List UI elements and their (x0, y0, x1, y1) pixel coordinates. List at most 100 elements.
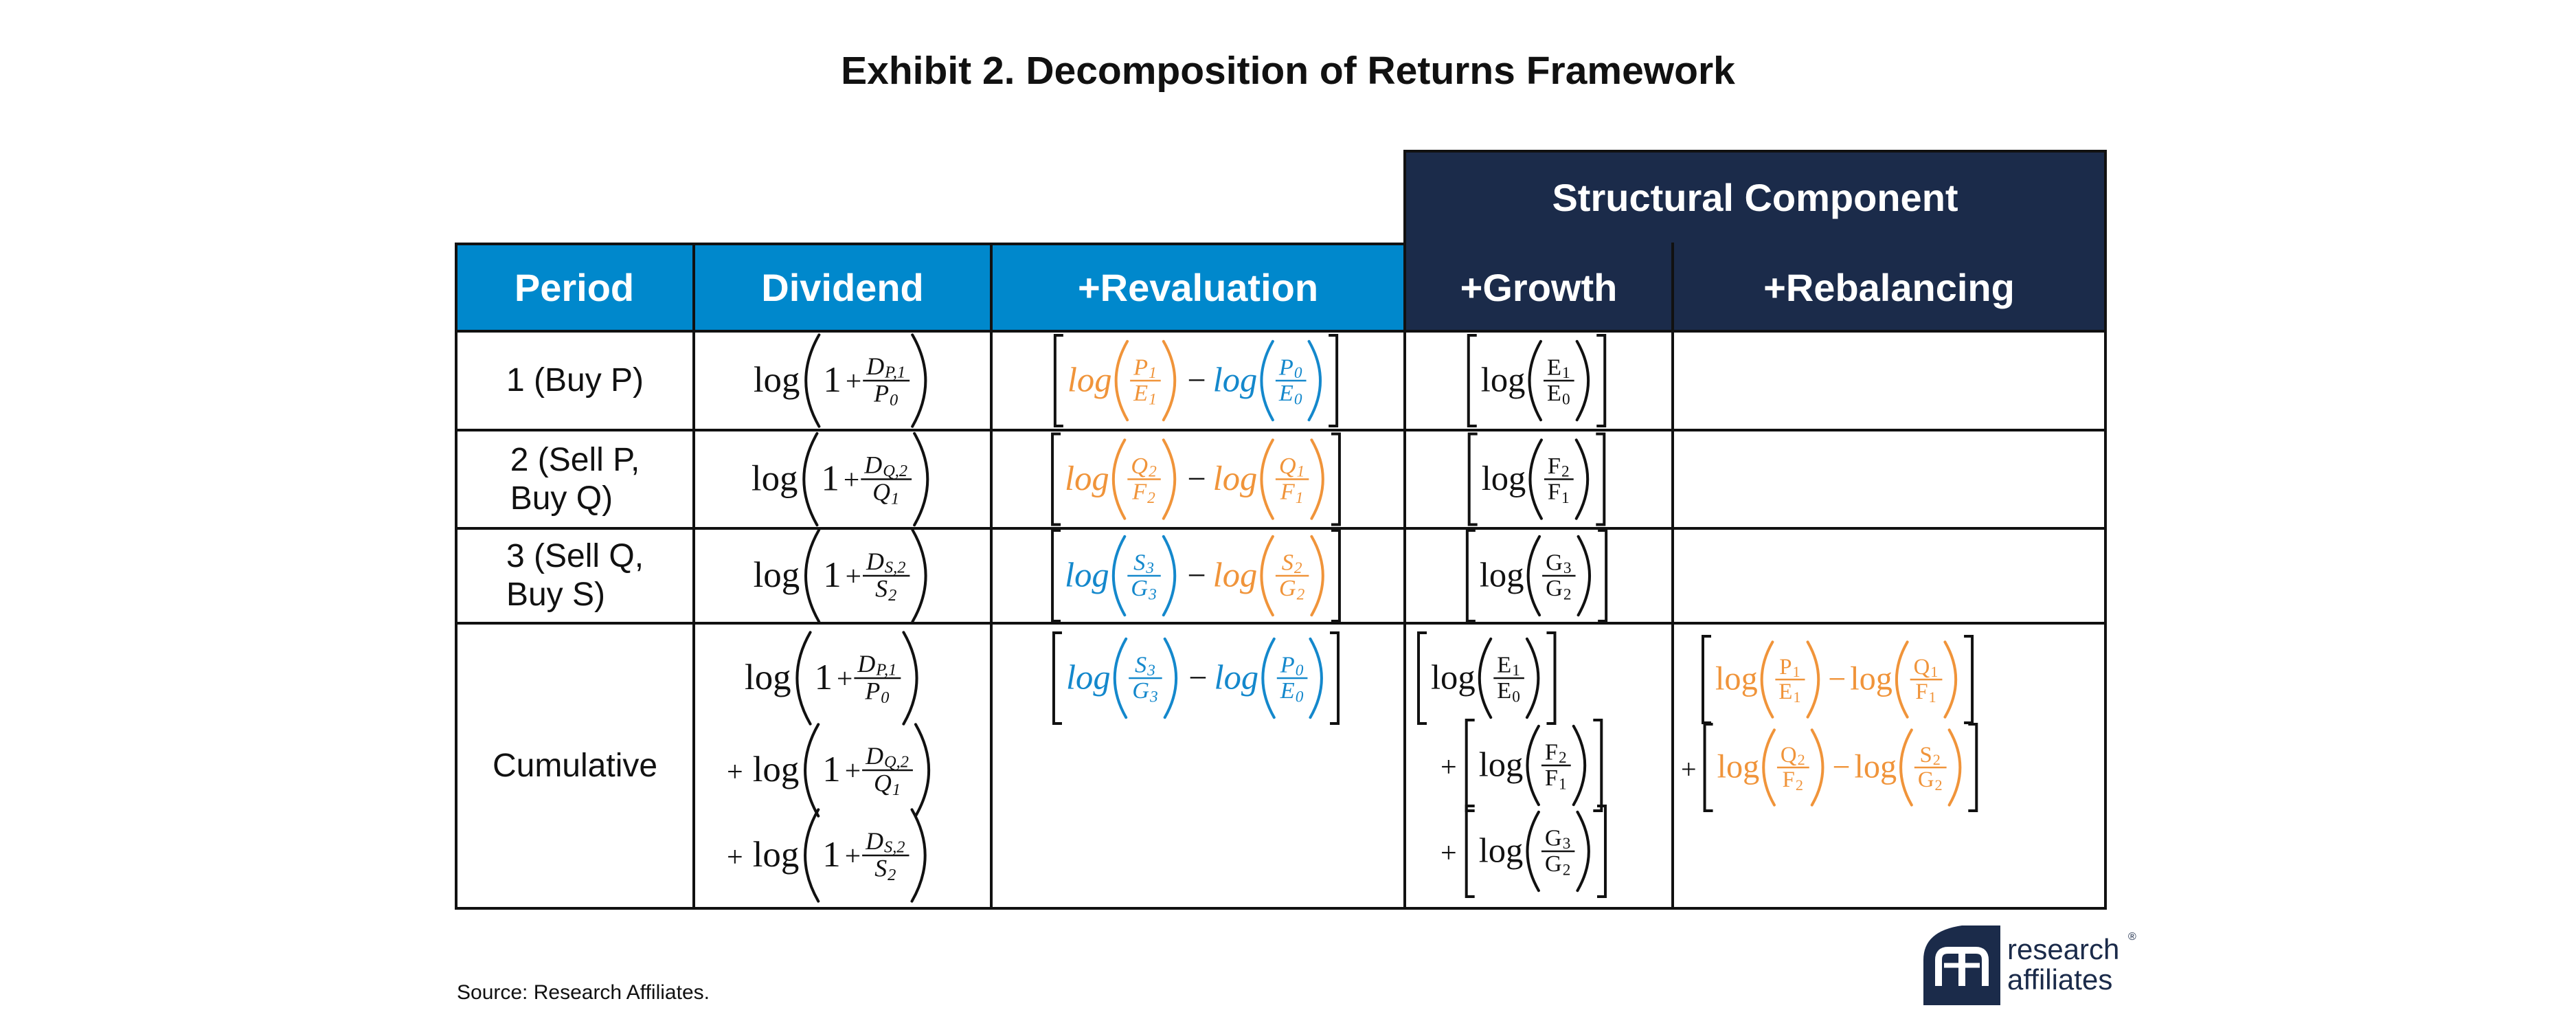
column-header-growth: +Growth (1405, 244, 1673, 331)
source-note: Source: Research Affiliates. (457, 981, 710, 1004)
fraction-numerator: D (866, 352, 884, 380)
minus-sign: − (1187, 557, 1206, 594)
fraction-numerator-subscript: P,1 (884, 363, 905, 382)
bracket-right (1596, 805, 1607, 898)
fraction-numerator-subscript: S,2 (884, 838, 905, 857)
fraction-denominator: F (1915, 680, 1928, 704)
paren-left (804, 333, 821, 428)
fraction-denominator: G (1131, 575, 1148, 601)
paren-left (1526, 810, 1540, 893)
fraction-numerator-subscript: 1 (1297, 462, 1305, 480)
fraction-numerator: D (866, 548, 884, 575)
bracket-left (1052, 631, 1062, 725)
number-one: 1 (821, 459, 839, 499)
log-operator: log (753, 835, 800, 875)
fraction-denominator-subscript: 0 (1294, 390, 1302, 408)
fraction-numerator: D (865, 827, 883, 855)
period-label: 3 (Sell Q,Buy S) (506, 537, 644, 614)
bracket-right (1329, 334, 1339, 427)
col-divider-2 (990, 243, 993, 910)
group-border-top (1405, 150, 2107, 153)
column-header-rebalancing: +Rebalancing (1673, 244, 2105, 331)
paren-right (1810, 728, 1824, 807)
paren-left (802, 431, 819, 527)
plus-sign: + (845, 754, 861, 786)
fraction-denominator-subscript: 2 (888, 866, 896, 884)
paren-right (1574, 438, 1590, 520)
number-one: 1 (823, 360, 841, 400)
number-one: 1 (822, 750, 840, 789)
fraction-denominator-subscript: 1 (892, 781, 901, 799)
period-cell-2: 2 (Sell P,Buy Q) (457, 431, 692, 527)
paren-left (1528, 438, 1543, 520)
fraction-numerator-subscript: S,2 (885, 559, 905, 577)
bracket-right (1331, 530, 1341, 622)
paren-left (1260, 339, 1274, 422)
plus-sign: + (1440, 752, 1457, 783)
period-cell-cumulative: Cumulative (457, 625, 692, 907)
log-operator: log (1717, 749, 1760, 785)
paren-left (1526, 535, 1541, 617)
fraction-numerator-subscript: 3 (1145, 559, 1154, 577)
col-divider-4 (1671, 243, 1674, 910)
log-operator: log (1067, 360, 1112, 399)
paren-left (1261, 637, 1276, 719)
fraction-numerator: P (1133, 354, 1148, 380)
bracket-right (1546, 631, 1557, 725)
fraction-denominator-subscript: 0 (1562, 390, 1570, 408)
paren-right (902, 631, 918, 726)
fraction-numerator: Q (1279, 453, 1296, 479)
fraction-denominator: E (1280, 677, 1295, 704)
row-divider-1 (455, 429, 2107, 431)
paren-right (1310, 438, 1324, 520)
fraction-denominator: S (875, 574, 888, 602)
paren-right (911, 530, 927, 622)
paren-left (804, 530, 821, 622)
log-operator: log (1214, 658, 1259, 696)
paren-right (1947, 728, 1962, 807)
fraction-denominator-subscript: 2 (1147, 489, 1155, 507)
col-divider-3 (1403, 150, 1406, 910)
paren-right (1310, 535, 1324, 617)
paren-left (804, 723, 820, 818)
fraction-denominator: G (1132, 677, 1149, 704)
fraction-denominator: F (1131, 479, 1147, 505)
number-one: 1 (822, 835, 840, 875)
plus-sign: + (1681, 754, 1697, 785)
fraction-denominator: E (1497, 677, 1511, 704)
fraction-denominator: G (1279, 575, 1296, 601)
rebalancing-cell-3 (1674, 530, 2104, 622)
bracket-left (1467, 432, 1478, 526)
fraction-numerator: F (1545, 739, 1558, 765)
fraction-numerator: S (1282, 549, 1293, 575)
paren-right (1309, 637, 1323, 719)
plus-sign: + (837, 662, 852, 694)
fraction-numerator-subscript: 1 (1512, 662, 1520, 680)
log-operator: log (1479, 831, 1524, 869)
paren-left (1899, 728, 1913, 807)
log-operator: log (752, 459, 798, 499)
fraction-denominator: Q (874, 769, 892, 796)
paren-right (1307, 339, 1322, 422)
log-operator: log (1482, 459, 1526, 497)
paren-right (1162, 535, 1177, 617)
fraction-numerator: D (865, 742, 883, 770)
fraction-denominator-subscript: 2 (1297, 585, 1305, 603)
